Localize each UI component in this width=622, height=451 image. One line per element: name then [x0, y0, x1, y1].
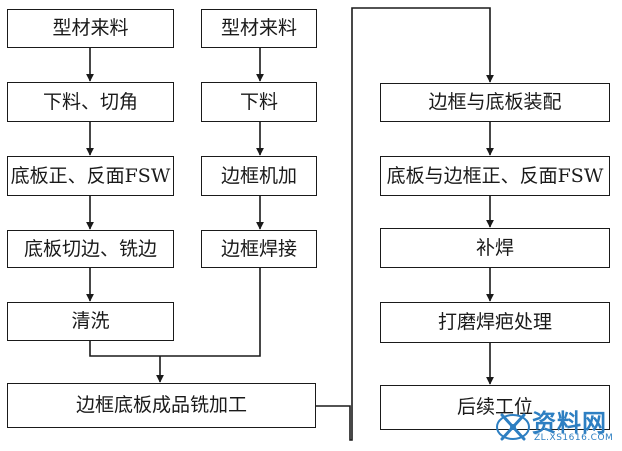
left-step-1: 型材来料	[7, 9, 174, 48]
middle-step-1: 型材来料	[201, 9, 317, 48]
middle-step-2: 下料	[201, 82, 317, 122]
left-step-4: 底板切边、铣边	[7, 230, 174, 268]
left-step-5: 清洗	[7, 302, 174, 341]
middle-step-3: 边框机加	[201, 156, 317, 196]
right-step-3: 补焊	[380, 228, 610, 268]
right-step-1: 边框与底板装配	[380, 83, 610, 122]
right-step-2: 底板与边框正、反面FSW	[380, 156, 610, 196]
connector-to-right-column	[316, 7, 494, 441]
right-step-4: 打磨焊疤处理	[380, 302, 610, 343]
connector-clean-to-merge	[89, 341, 160, 357]
connector-weld-to-merge	[160, 268, 261, 357]
right-step-5: 后续工位	[380, 385, 610, 430]
left-step-3: 底板正、反面FSW	[7, 156, 174, 196]
merged-step: 边框底板成品铣加工	[7, 383, 316, 428]
middle-step-4: 边框焊接	[201, 230, 317, 268]
left-step-2: 下料、切角	[7, 82, 174, 122]
